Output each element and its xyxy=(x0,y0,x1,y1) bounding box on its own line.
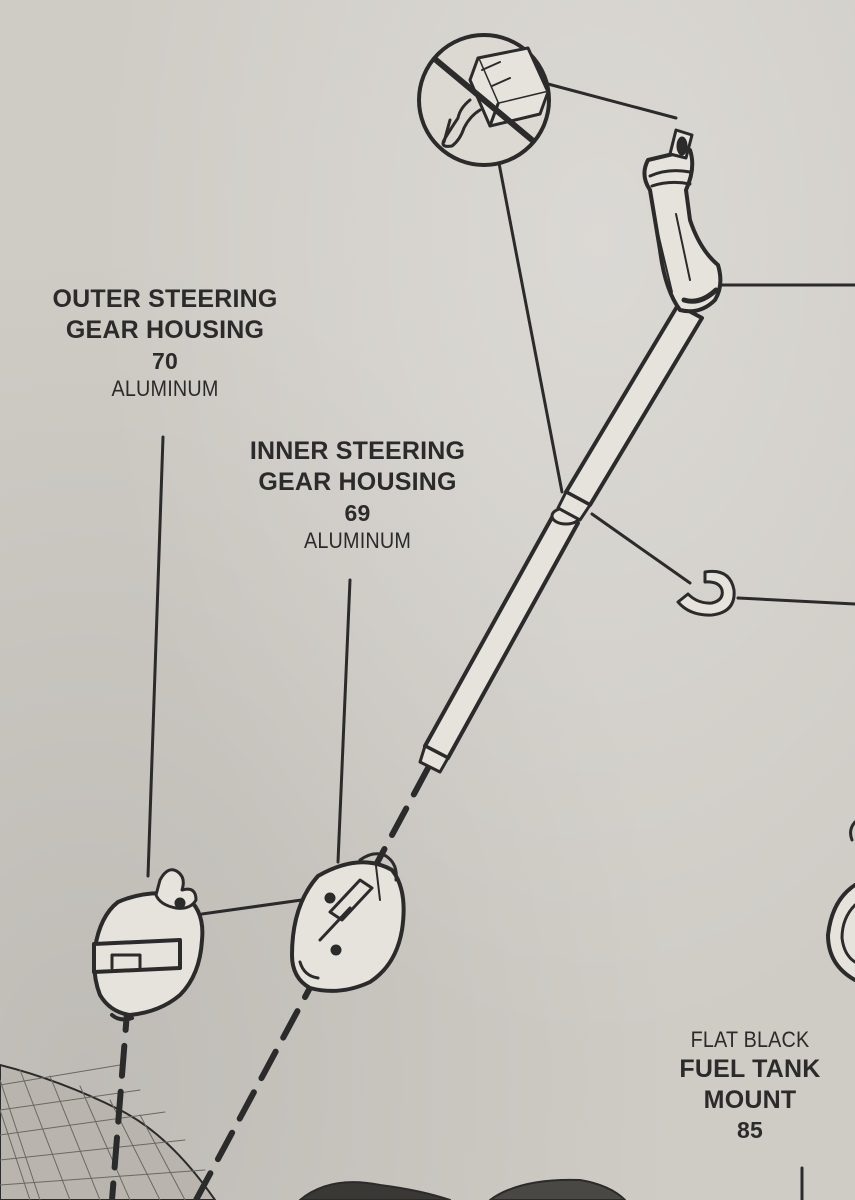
fuel-tank-mount-finish: FLAT BLACK xyxy=(690,1027,810,1052)
upper-steering-shaft xyxy=(556,303,704,522)
leader-line-prohibition-down xyxy=(496,156,564,494)
no-grease-prohibition-icon xyxy=(417,33,551,167)
leader-line-housings xyxy=(200,896,318,916)
lower-body-shape-right xyxy=(489,1178,626,1200)
inner-housing-part-number: 69 xyxy=(344,499,371,526)
body-panel-hatching xyxy=(0,1064,216,1200)
inner-housing-material: ALUMINUM xyxy=(303,528,412,554)
fuel-tank-mount-label: FLAT BLACK FUEL TANK MOUNT 85 xyxy=(655,1026,845,1145)
fuel-tank-mount-part xyxy=(826,820,855,982)
outer-steering-gear-housing-label: OUTER STEERING GEAR HOUSING 70 ALUMINUM xyxy=(30,284,300,403)
steering-column-yoke xyxy=(642,128,723,314)
inner-housing-name-line1: INNER STEERING xyxy=(249,437,466,465)
leader-line-outer xyxy=(146,435,165,878)
lower-steering-shaft xyxy=(418,506,582,774)
fuel-tank-mount-name-line1: FUEL TANK xyxy=(679,1054,821,1083)
leader-line-prohibition-right xyxy=(546,82,678,120)
leader-line-hook-right xyxy=(736,596,855,606)
leader-line-hook xyxy=(590,512,692,585)
inner-steering-gear-housing-label: INNER STEERING GEAR HOUSING 69 ALUMINUM xyxy=(225,436,490,555)
j-hook-part xyxy=(676,569,736,617)
outer-housing-name-line2: GEAR HOUSING xyxy=(65,316,265,345)
fuel-tank-mount-name-line2: MOUNT xyxy=(703,1085,797,1114)
fuel-tank-mount-part-number: 85 xyxy=(737,1117,763,1143)
inner-steering-gear-housing xyxy=(290,852,406,993)
outer-housing-name-line1: OUTER STEERING xyxy=(52,285,278,313)
leader-line-inner xyxy=(336,578,352,864)
outer-housing-dashed-line xyxy=(109,997,131,1200)
outer-housing-part-number: 70 xyxy=(152,347,178,374)
outer-steering-gear-housing xyxy=(92,868,205,1022)
outer-housing-material: ALUMINUM xyxy=(111,376,219,402)
lower-body-shape xyxy=(299,1181,451,1200)
inner-housing-name-line2: GEAR HOUSING xyxy=(258,468,457,497)
